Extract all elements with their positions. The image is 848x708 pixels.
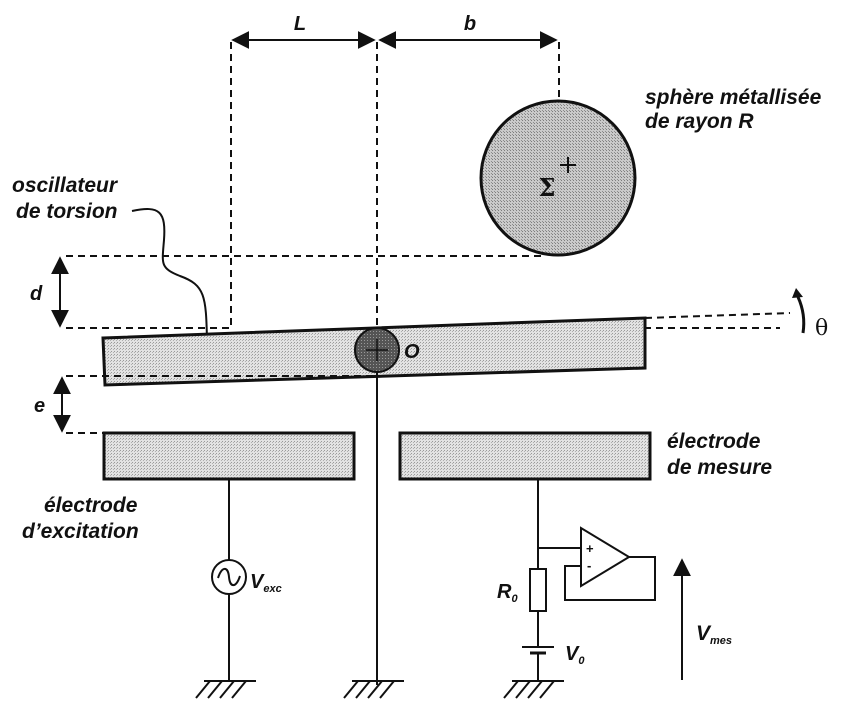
v0-label: V0 bbox=[565, 643, 585, 667]
r0-label: R0 bbox=[497, 581, 518, 605]
resistor-r0 bbox=[529, 568, 547, 612]
label-b: b bbox=[464, 13, 476, 35]
theta-arc-arrow bbox=[796, 296, 806, 334]
ground-icon-excitation bbox=[195, 680, 256, 699]
dimension-L: L bbox=[230, 13, 376, 330]
oscillator-label-line2: de torsion bbox=[16, 200, 118, 223]
theta-tilted-line bbox=[644, 312, 791, 319]
dimension-b: b bbox=[376, 13, 560, 330]
excitation-electrode bbox=[102, 431, 356, 481]
measure-label-line1: électrode bbox=[667, 430, 761, 453]
oscillator-label-line1: oscillateur bbox=[12, 174, 119, 197]
oscillator-pointer bbox=[131, 208, 208, 341]
vmes-label: Vmes bbox=[696, 622, 732, 647]
opamp-minus: - bbox=[587, 558, 591, 573]
dimension-d: d bbox=[30, 255, 545, 329]
label-theta: θ bbox=[815, 316, 828, 341]
pivot: O bbox=[354, 327, 420, 373]
opamp-plus: + bbox=[586, 541, 594, 556]
theta-arc-arrowhead bbox=[792, 288, 803, 298]
dimension-e: e bbox=[34, 376, 103, 434]
ground-icon-center bbox=[343, 680, 404, 699]
vexc-label: Vexc bbox=[250, 571, 282, 595]
label-L: L bbox=[294, 13, 306, 35]
label-d: d bbox=[30, 283, 43, 305]
label-e: e bbox=[34, 395, 45, 417]
measure-label-line2: de mesure bbox=[667, 456, 772, 479]
sphere-label-line2: de rayon R bbox=[645, 110, 754, 133]
opamp-icon bbox=[580, 526, 631, 588]
measure-electrode bbox=[398, 431, 652, 481]
excitation-label-line2: d’excitation bbox=[22, 520, 139, 543]
metallized-sphere: Σ bbox=[479, 99, 637, 257]
sphere-center-sigma: Σ bbox=[539, 173, 556, 202]
sphere-body bbox=[479, 99, 637, 257]
opamp-feedback-wire bbox=[564, 556, 656, 601]
sphere-label-line1: sphère métallisée bbox=[645, 86, 822, 109]
sine-wave-icon bbox=[217, 567, 241, 587]
excitation-label-line1: électrode bbox=[44, 494, 138, 517]
ground-icon-measure bbox=[503, 680, 564, 699]
label-pivot-O: O bbox=[404, 341, 420, 363]
